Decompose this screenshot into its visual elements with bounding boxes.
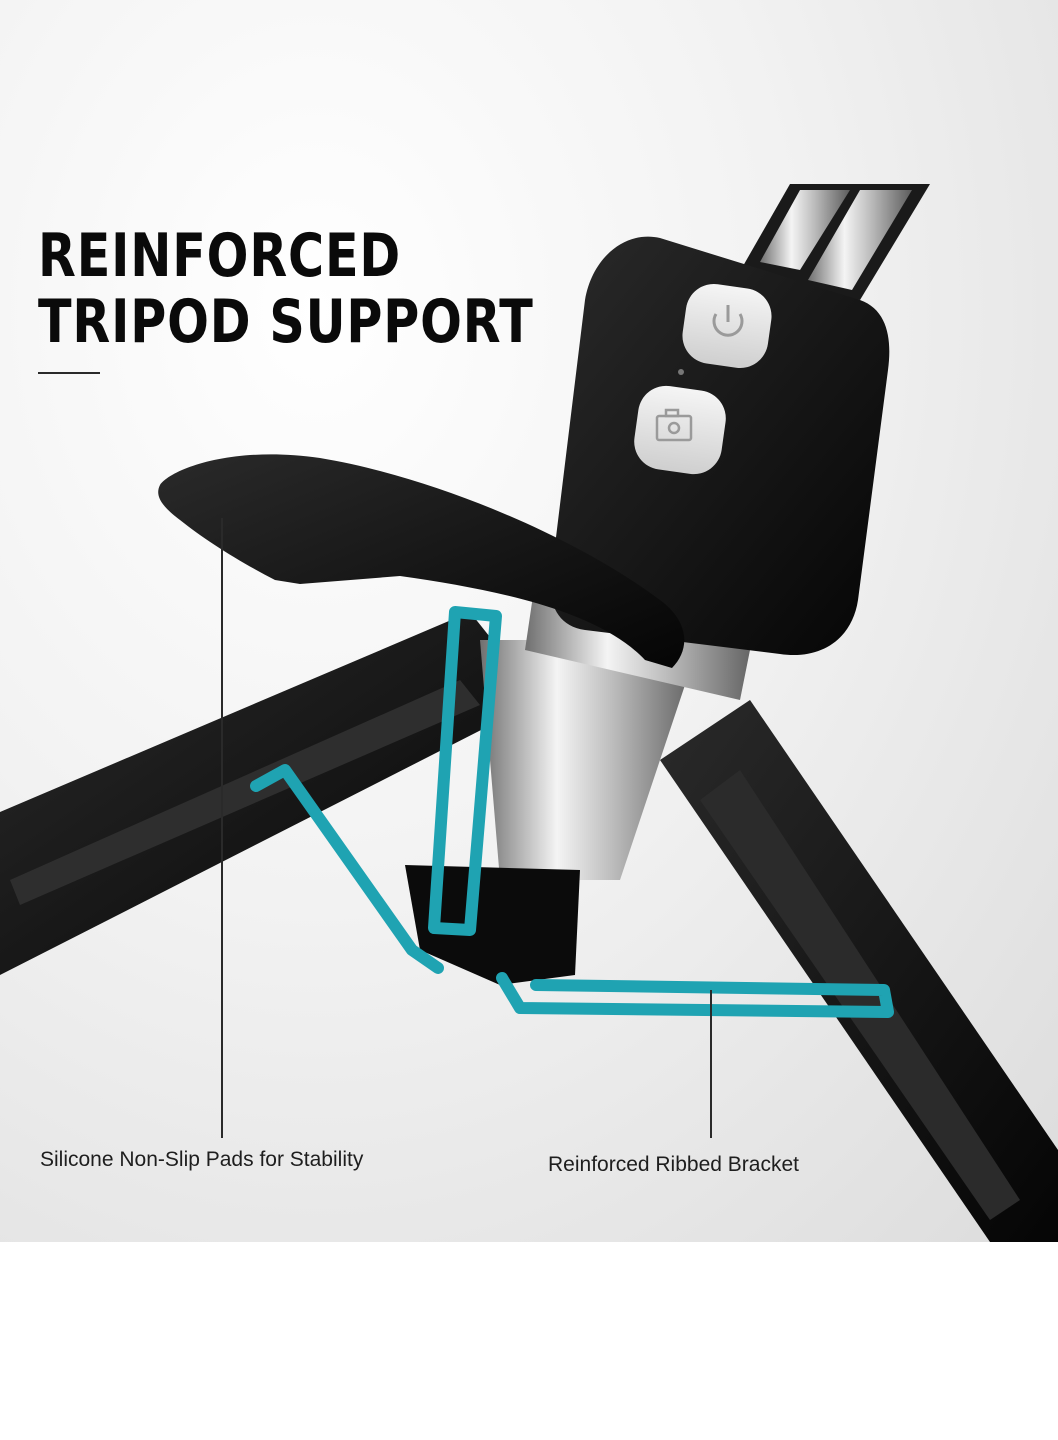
callout-label-ribbed-bracket: Reinforced Ribbed Bracket	[548, 1153, 799, 1176]
center-hub	[405, 865, 580, 985]
center-chrome-shaft	[480, 640, 700, 880]
callout-leader-bracket	[710, 990, 712, 1138]
product-photo: REINFORCED TRIPOD SUPPORT Silicone Non-S…	[0, 0, 1058, 1242]
tripod-illustration	[0, 184, 1058, 1242]
power-icon	[712, 305, 744, 337]
callout-label-silicone-pads: Silicone Non-Slip Pads for Stability	[40, 1148, 364, 1171]
indicator-light	[678, 369, 684, 375]
teal-upright-outline	[428, 606, 502, 936]
power-button[interactable]	[679, 280, 775, 371]
bottom-whitespace	[0, 1242, 1058, 1440]
teal-bracket-outline-right	[496, 972, 894, 1018]
headline-divider	[38, 372, 100, 374]
callout-leader-pads	[221, 518, 223, 1138]
tripod-leg-left-ribs	[10, 680, 480, 905]
camera-shutter-icon	[655, 408, 693, 442]
pole-chrome-1	[760, 190, 850, 270]
headline-line-2: TRIPOD SUPPORT	[38, 287, 534, 357]
teal-pad-outline-left	[250, 764, 444, 974]
top-bracket	[158, 454, 685, 668]
teal-highlight-outlines	[250, 606, 894, 1018]
headline-line-1: REINFORCED	[38, 221, 402, 291]
shutter-button[interactable]	[631, 382, 730, 477]
pole-chrome-2	[808, 190, 912, 290]
